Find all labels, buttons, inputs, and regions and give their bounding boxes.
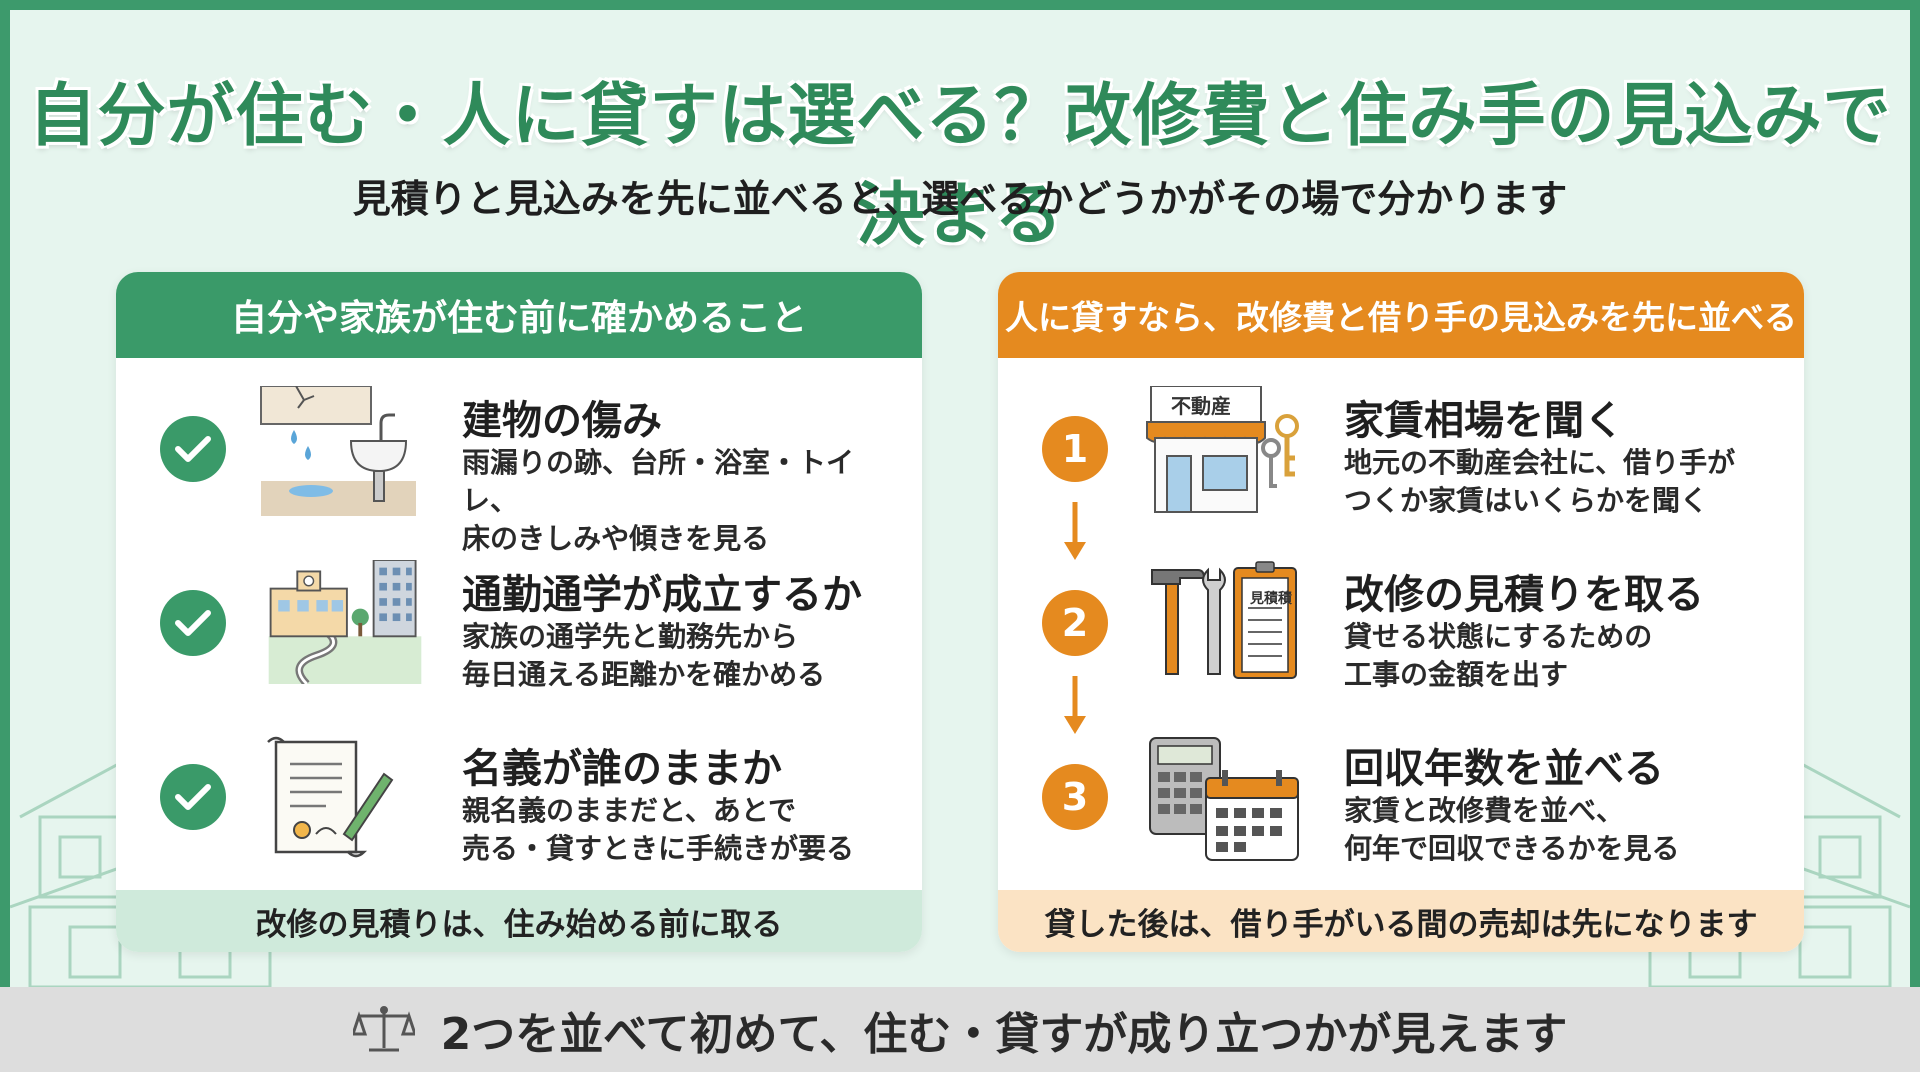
item-description-line: 家賃と改修費を並べ、 bbox=[1344, 794, 1625, 827]
live-checklist-panel: 自分や家族が住む前に確かめること 建物の傷み 雨漏りの跡、台所・浴室・トイレ、 … bbox=[116, 272, 922, 952]
item-description: 雨漏りの跡、台所・浴室・トイレ、 床のきしみや傾きを見る bbox=[462, 444, 902, 558]
right-panel-footer: 貸した後は、借り手がいる間の売却は先になります bbox=[998, 890, 1804, 952]
leak-icon bbox=[260, 386, 416, 516]
item-title: 家賃相場を聞く bbox=[1344, 398, 1624, 444]
shop-sign-label: 不動産 bbox=[1171, 394, 1231, 418]
deed-icon bbox=[267, 736, 394, 858]
item-description: 家族の通学先と勤務先から 毎日通える距離かを確かめる bbox=[462, 618, 902, 694]
item-description-line: 何年で回収できるかを見る bbox=[1344, 832, 1680, 865]
left-panel-footer: 改修の見積りは、住み始める前に取る bbox=[116, 890, 922, 952]
balance-scale-icon bbox=[352, 1004, 415, 1056]
tools-estimate-icon bbox=[1151, 561, 1297, 679]
step-item: 2 見積積 改修の見積りを取る 貸せる状態にするための 工事の金額を出す bbox=[998, 560, 1804, 710]
arrow-down-icon bbox=[1064, 676, 1086, 734]
check-icon bbox=[160, 764, 226, 830]
left-panel-header: 自分や家族が住む前に確かめること bbox=[116, 272, 922, 358]
bottom-summary-bar: 2つを並べて初めて、住む・貸すが成り立つかが見えます bbox=[0, 987, 1920, 1072]
item-description-line: 地元の不動産会社に、借り手が bbox=[1344, 446, 1736, 479]
item-title: 通勤通学が成立するか bbox=[462, 572, 862, 618]
step-item: 1 不動産 家賃相場を聞く 地元の不動産会社に、借り手が つくか家賃はいくらかを… bbox=[998, 386, 1804, 536]
item-description-line: 床のきしみや傾きを見る bbox=[462, 522, 770, 555]
checklist-item: 建物の傷み 雨漏りの跡、台所・浴室・トイレ、 床のきしみや傾きを見る bbox=[116, 386, 922, 555]
item-description-line: 毎日通える距離かを確かめる bbox=[462, 658, 826, 691]
item-description-line: 工事の金額を出す bbox=[1344, 658, 1569, 691]
step-number-badge: 3 bbox=[1042, 764, 1108, 830]
item-title: 改修の見積りを取る bbox=[1344, 572, 1704, 618]
item-description-line: 親名義のままだと、あとで bbox=[462, 794, 797, 827]
item-description: 地元の不動産会社に、借り手が つくか家賃はいくらかを聞く bbox=[1344, 444, 1784, 520]
step-number-badge: 2 bbox=[1042, 590, 1108, 656]
right-panel-header: 人に貸すなら、改修費と借り手の見込みを先に並べる bbox=[998, 272, 1804, 358]
calculator-calendar-icon bbox=[1149, 737, 1299, 861]
bottom-summary-text: 2つを並べて初めて、住む・貸すが成り立つかが見えます bbox=[440, 1008, 1568, 1060]
check-icon bbox=[160, 416, 226, 482]
item-description-line: 売る・貸すときに手続きが要る bbox=[462, 832, 855, 865]
item-description: 家賃と改修費を並べ、 何年で回収できるかを見る bbox=[1344, 792, 1784, 868]
estimate-label: 見積積 bbox=[1250, 591, 1292, 607]
item-description: 貸せる状態にするための 工事の金額を出す bbox=[1344, 618, 1784, 694]
item-description-line: 貸せる状態にするための bbox=[1344, 620, 1653, 653]
item-description-line: 家族の通学先と勤務先から bbox=[462, 620, 799, 653]
checklist-item: 名義が誰のままか 親名義のままだと、あとで 売る・貸すときに手続きが要る bbox=[116, 734, 922, 884]
realestate-shop-icon bbox=[1146, 386, 1299, 513]
page-title: 自分が住む・人に貸すは選べる？改修費と住み手の見込みで決まる bbox=[28, 77, 1892, 255]
school-icon bbox=[268, 560, 422, 684]
page-subtitle: 見積りと見込みを先に並べると、選べるかどうかがその場で分かります bbox=[352, 177, 1568, 221]
item-title: 名義が誰のままか bbox=[462, 746, 782, 792]
item-title: 回収年数を並べる bbox=[1344, 746, 1664, 792]
arrow-down-icon bbox=[1064, 502, 1086, 560]
step-item: 3 回収年数を並べる 家賃と改修費を並べ、 何年で回収できるかを見る bbox=[998, 734, 1804, 884]
check-icon bbox=[160, 590, 226, 656]
item-description-line: 雨漏りの跡、台所・浴室・トイレ、 bbox=[462, 446, 855, 517]
step-number-badge: 1 bbox=[1042, 416, 1108, 482]
checklist-item: 通勤通学が成立するか 家族の通学先と勤務先から 毎日通える距離かを確かめる bbox=[116, 560, 922, 710]
item-title: 建物の傷み bbox=[462, 398, 662, 444]
item-description: 親名義のままだと、あとで 売る・貸すときに手続きが要る bbox=[462, 792, 902, 868]
rent-steps-panel: 人に貸すなら、改修費と借り手の見込みを先に並べる 1 不動産 家賃相場を聞く 地… bbox=[998, 272, 1804, 952]
item-description-line: つくか家賃はいくらかを聞く bbox=[1344, 484, 1709, 517]
